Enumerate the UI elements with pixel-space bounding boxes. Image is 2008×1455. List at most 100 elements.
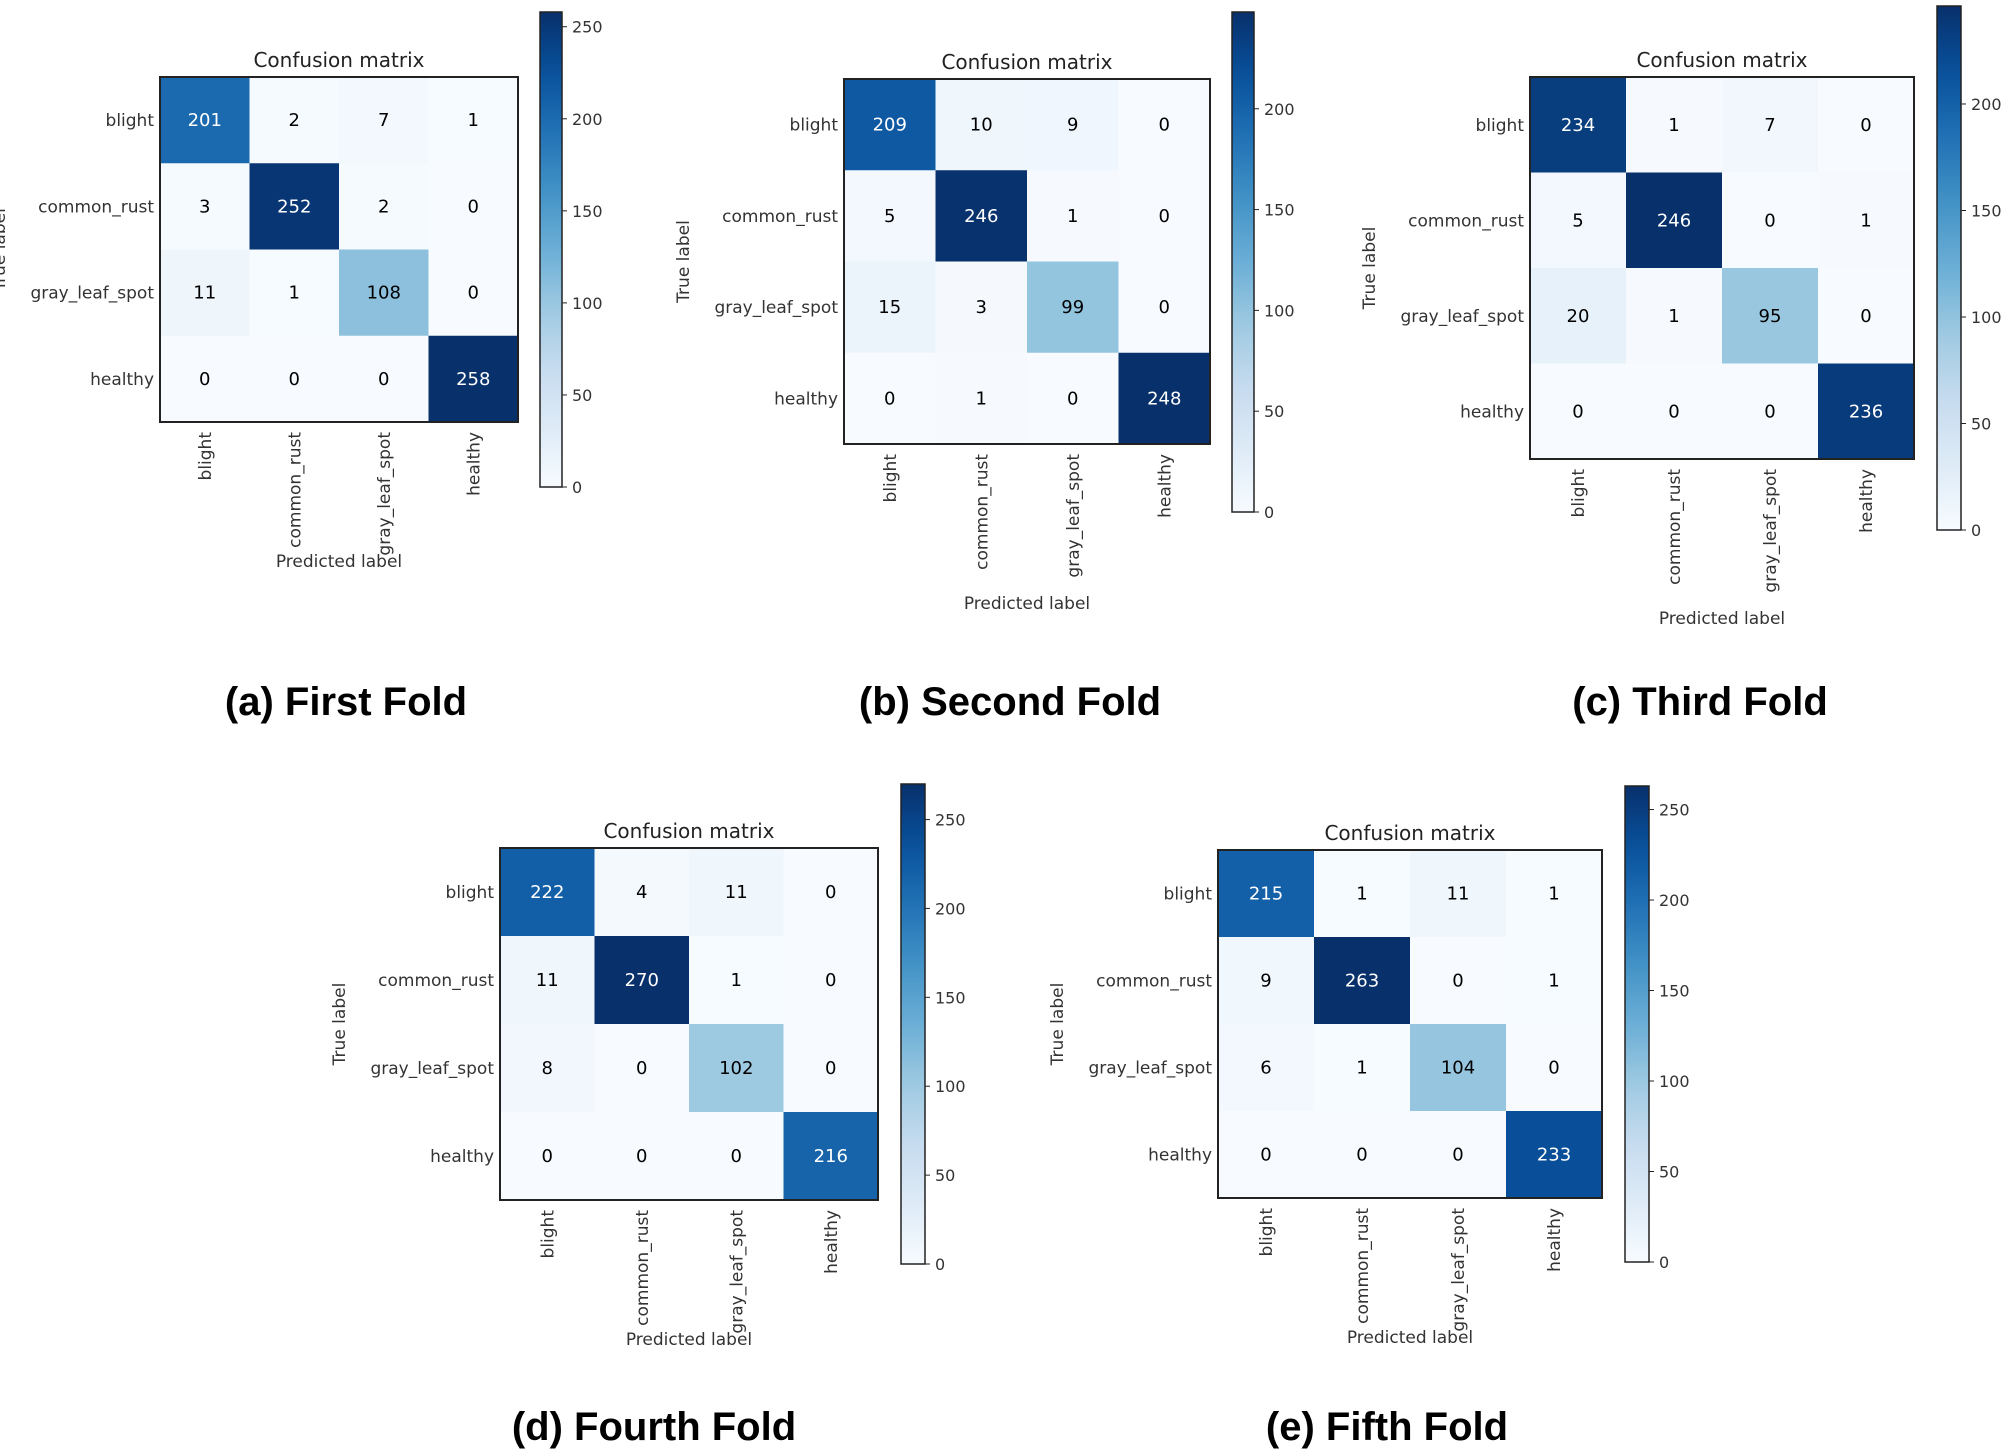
matrix-cell: [1314, 1024, 1411, 1112]
y-tick-label: common_rust: [38, 197, 154, 217]
colorbar-tick-label: 50: [1264, 402, 1284, 421]
colorbar: [1624, 785, 1650, 1263]
x-tick-label: common_rust: [1665, 469, 1685, 585]
y-tick-label: healthy: [90, 370, 154, 390]
matrix-cell: [935, 79, 1028, 171]
matrix-cell: [1410, 937, 1507, 1025]
matrix-cell: [689, 1024, 784, 1113]
matrix-cell: [1410, 1024, 1507, 1112]
matrix-cell: [1626, 363, 1723, 460]
colorbar-tick-label: 0: [1264, 503, 1274, 522]
cell-value: 0: [825, 1058, 836, 1079]
matrix-frame: [499, 847, 879, 1201]
chart-title: Confusion matrix: [603, 819, 774, 843]
matrix-cell: [783, 936, 879, 1025]
matrix-cell: [500, 1112, 595, 1201]
matrix-cell: [1314, 1111, 1411, 1199]
cell-value: 0: [1860, 115, 1871, 136]
matrix-frame: [159, 76, 519, 423]
matrix-cell: [783, 848, 879, 937]
cell-value: 1: [289, 283, 300, 304]
matrix-frame: [843, 78, 1211, 445]
matrix-cell: [1118, 261, 1211, 354]
matrix-cell: [339, 163, 429, 250]
cell-value: 0: [378, 369, 389, 390]
matrix-cell: [1722, 77, 1819, 173]
chart-title: Confusion matrix: [941, 50, 1112, 74]
cell-value: 2: [289, 110, 300, 131]
matrix-frame: [1529, 76, 1915, 460]
cell-value: 0: [1356, 1145, 1367, 1166]
cell-value: 1: [468, 110, 479, 131]
x-tick-label: gray_leaf_spot: [375, 432, 395, 556]
cell-value: 0: [1159, 206, 1170, 227]
cell-value: 3: [976, 297, 987, 318]
matrix-cell: [1118, 79, 1211, 171]
matrix-cell: [1626, 77, 1723, 173]
cell-value: 1: [1668, 306, 1679, 327]
colorbar-tick-label: 100: [1264, 301, 1295, 320]
x-tick-label: blight: [1257, 1208, 1277, 1257]
matrix-cell: [249, 77, 340, 164]
cell-value: 0: [1159, 115, 1170, 136]
matrix-cell: [935, 170, 1028, 262]
matrix-cell: [844, 79, 936, 171]
cell-value: 0: [1548, 1058, 1559, 1079]
cell-value: 246: [964, 206, 998, 227]
matrix-cell: [594, 1112, 690, 1201]
matrix-cell: [1218, 850, 1315, 938]
x-tick-label: healthy: [1545, 1208, 1565, 1272]
matrix-cell: [844, 261, 936, 354]
matrix-cell: [1506, 1024, 1603, 1112]
matrix-cell: [1410, 1111, 1507, 1199]
matrix-cell: [594, 1024, 690, 1113]
matrix-cell: [1722, 172, 1819, 269]
x-tick-label: gray_leaf_spot: [1064, 454, 1084, 578]
matrix-cell: [594, 848, 690, 937]
matrix-cell: [844, 352, 936, 445]
y-tick-label: healthy: [1460, 402, 1524, 422]
x-axis-label: Predicted label: [626, 1330, 752, 1350]
y-tick-label: blight: [1476, 116, 1525, 136]
cell-value: 10: [970, 115, 993, 136]
matrix-cell: [1027, 352, 1119, 445]
x-axis-label: Predicted label: [1347, 1328, 1473, 1348]
caption-fifth-fold: (e) Fifth Fold: [1265, 1405, 1509, 1449]
matrix-cell: [1218, 937, 1315, 1025]
y-axis-label: True label: [1360, 227, 1380, 311]
y-tick-label: healthy: [1148, 1146, 1212, 1166]
matrix-cell: [249, 335, 340, 423]
colorbar-tick-label: 100: [572, 294, 603, 313]
matrix-cell: [689, 848, 784, 937]
cell-value: 9: [1260, 971, 1271, 992]
y-tick-label: blight: [446, 883, 495, 903]
cell-value: 7: [378, 110, 389, 131]
cell-value: 201: [188, 110, 222, 131]
cell-value: 95: [1759, 306, 1782, 327]
colorbar: [1231, 11, 1255, 513]
matrix-cell: [249, 163, 340, 250]
x-tick-label: healthy: [1857, 469, 1877, 533]
matrix-cell: [1027, 261, 1119, 354]
matrix-cell: [1118, 170, 1211, 262]
x-tick-label: blight: [881, 454, 901, 503]
colorbar-tick-label: 100: [1659, 1072, 1690, 1091]
cell-value: 3: [199, 196, 210, 217]
cell-value: 102: [719, 1058, 753, 1079]
chart-title: Confusion matrix: [1324, 821, 1495, 845]
y-tick-label: gray_leaf_spot: [714, 298, 838, 318]
matrix-cell: [1722, 363, 1819, 460]
cell-value: 1: [1356, 884, 1367, 905]
matrix-cell: [1506, 1111, 1603, 1199]
cell-value: 234: [1561, 115, 1595, 136]
matrix-cell: [160, 249, 250, 337]
colorbar-tick-label: 50: [1659, 1163, 1679, 1182]
x-tick-label: gray_leaf_spot: [1449, 1208, 1469, 1332]
cell-value: 0: [825, 970, 836, 991]
matrix-cell: [1818, 77, 1915, 173]
matrix-cell: [1218, 1024, 1315, 1112]
matrix-cell: [844, 170, 936, 262]
cell-value: 0: [1572, 401, 1583, 422]
x-tick-label: gray_leaf_spot: [727, 1210, 747, 1334]
